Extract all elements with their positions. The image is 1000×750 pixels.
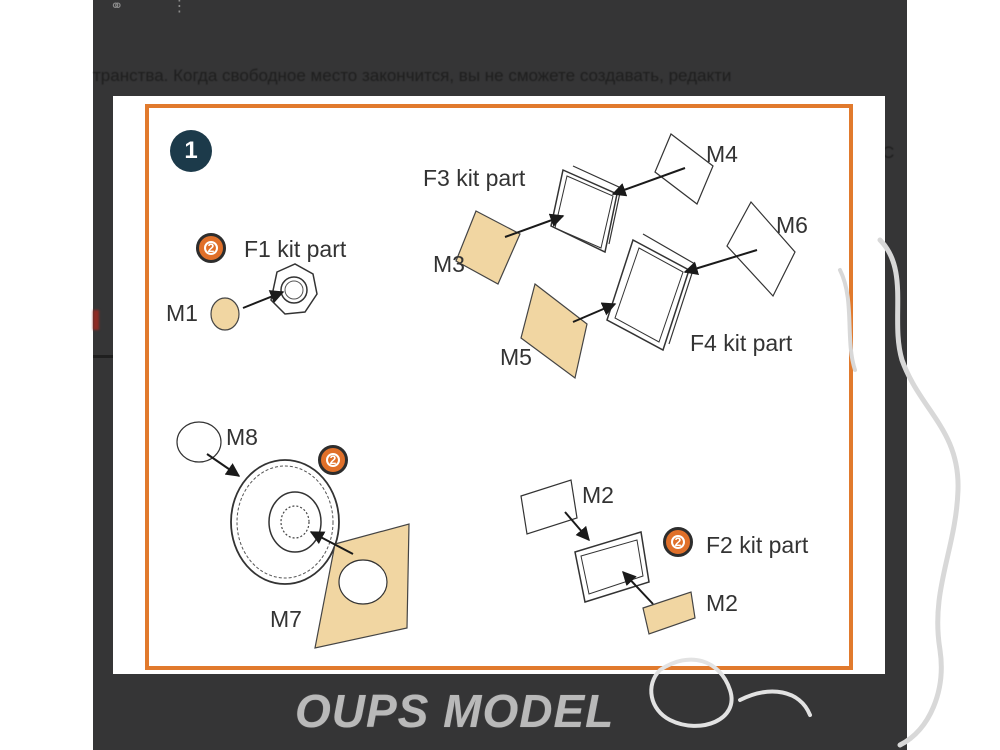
label-m2-top: M2 <box>582 482 614 508</box>
f1-ring-part <box>270 263 318 315</box>
m3-mask <box>455 210 521 285</box>
label-m6: M6 <box>776 212 808 238</box>
kit-part-icon-wheel: 2 <box>318 445 348 475</box>
m1-disc <box>210 297 240 331</box>
wheel-part <box>230 459 340 585</box>
brand-watermark: OUPS MODEL <box>295 685 615 737</box>
m7-mask-hole <box>338 559 388 605</box>
background-page-right-text: С <box>882 143 895 162</box>
m8-sheet <box>176 421 222 463</box>
m5-mask <box>520 282 588 380</box>
m2-top-sheet <box>520 479 578 535</box>
background-page-text: транства. Когда свободное место закончит… <box>93 66 732 85</box>
more-vertical-icon[interactable]: ⋮ <box>171 0 188 15</box>
m6-sheet <box>726 200 796 298</box>
kit-part-icon-f2: 2 <box>663 527 693 557</box>
f3-part <box>550 165 622 254</box>
label-f1-kit-part: F1 kit part <box>244 236 347 262</box>
label-m3: M3 <box>433 251 465 277</box>
label-m7: M7 <box>270 606 302 632</box>
step-number-badge: 1 <box>170 130 212 172</box>
f2-part <box>574 531 650 603</box>
top-toolbar: ⚭ ⋮ <box>110 0 187 18</box>
background-left-band <box>93 355 115 358</box>
label-m1: M1 <box>166 300 198 326</box>
label-f2-kit-part: F2 kit part <box>706 532 809 558</box>
kit-part-icon-f1: 2 <box>196 233 226 263</box>
f4-part <box>606 233 696 352</box>
label-m5: M5 <box>500 344 532 370</box>
label-m4: M4 <box>706 141 738 167</box>
label-m2-bottom: M2 <box>706 590 738 616</box>
label-f3-kit-part: F3 kit part <box>423 165 526 191</box>
m2-bottom-mask <box>642 591 696 635</box>
background-left-mark <box>93 310 99 330</box>
label-f4-kit-part: F4 kit part <box>690 330 793 356</box>
instruction-drawing <box>176 133 796 649</box>
link-icon[interactable]: ⚭ <box>110 0 124 15</box>
label-m8: M8 <box>226 424 258 450</box>
